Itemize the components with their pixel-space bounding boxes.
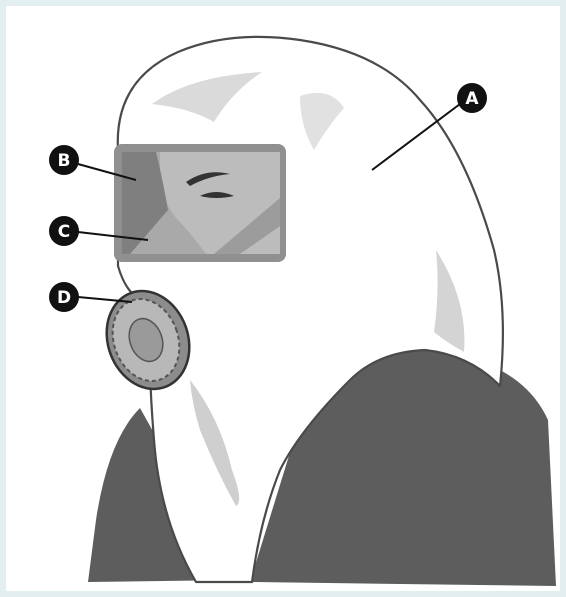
callout-c: C <box>49 216 79 246</box>
callout-a: A <box>457 83 487 113</box>
callout-b: B <box>49 145 79 175</box>
callout-d: D <box>49 282 79 312</box>
callout-b-label: B <box>58 151 71 171</box>
callout-d-label: D <box>57 288 71 308</box>
callout-c-label: C <box>58 222 70 242</box>
callout-a-label: A <box>465 89 479 109</box>
